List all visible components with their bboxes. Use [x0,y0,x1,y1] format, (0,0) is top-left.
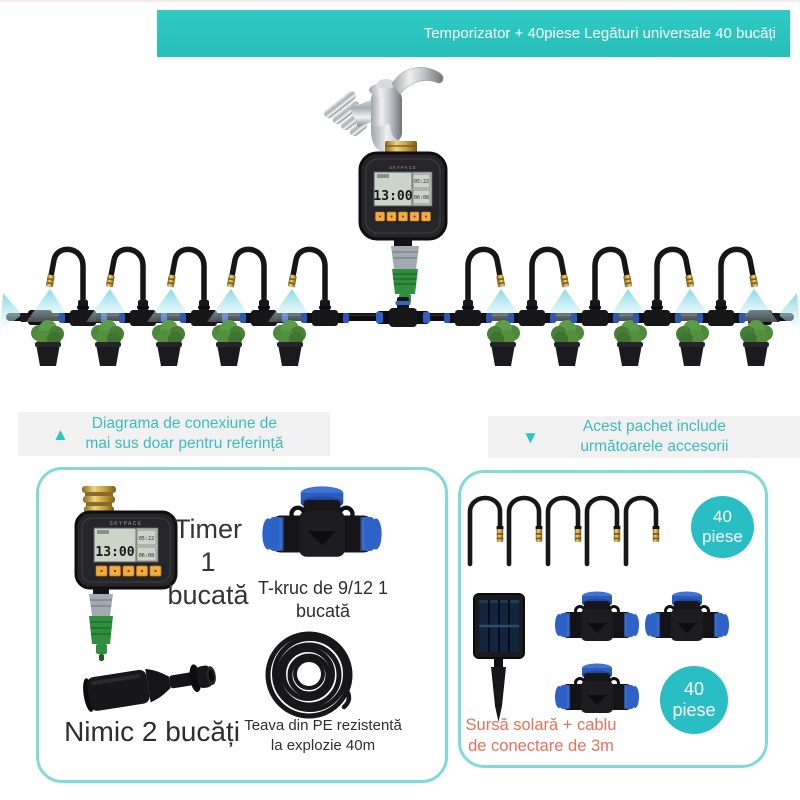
hook-sprayer [548,498,581,564]
lcd-time: 13:00 [373,189,412,204]
reference-note-text: Diagrama de conexiune de mai sus doar pe… [85,414,284,452]
svg-text:05:22: 05:22 [139,536,155,542]
tee-connector [643,590,731,643]
hook-sprayer [470,498,503,564]
sprayer-assembly [697,249,778,366]
down-triangle-icon: ▼ [522,427,539,447]
timer-device-illustration: SKYPACE 13:00 05:22 06:08 [358,151,448,310]
timer-brand-text: SKYPACE [109,521,142,527]
central-tee-connector [376,297,430,327]
quantity-badge-top: 40 piese [691,496,754,558]
plug-product-illustration [83,664,216,712]
hose-coil-illustration [265,631,353,719]
plug-quantity-label: Nimic 2 bucăți [64,716,240,747]
sprayer-assembly [571,249,652,366]
lcd-small-top: 05:22 [414,179,429,185]
tee-quantity-label: T-kruc de 9/12 1 bucată [257,578,389,622]
hook-sprayer [587,498,620,564]
package-note-text: Acest pachet include următoarele accesor… [580,417,729,455]
svg-text:13:00: 13:00 [95,545,134,560]
timer-lcd: 13:00 05:22 06:08 [373,171,433,207]
right-panel-illustrations [458,470,731,722]
up-triangle-icon: ▲ [52,424,69,444]
timer-product-buttons [95,565,162,577]
reference-note: ▲ Diagrama de conexiune de mai sus doar … [18,412,330,456]
top-edge-line [0,0,800,2]
tee-connector-product [262,486,381,556]
brass-coupling [385,141,417,154]
timer-buttons [375,211,431,222]
sprayer-assembly [207,249,288,366]
sprayer-assembly [147,249,228,366]
solar-cable-label: Sursă solară + cablu de conectare de 3m [465,716,617,756]
timer-product-illustration: SKYPACE 13:00 05:22 06:08 [74,486,178,661]
package-note: ▼ Acest pachet include următoarele acces… [488,416,800,458]
title-banner: Temporizator + 40piese Legături universa… [157,10,790,57]
sprayer-assembly [444,249,525,366]
irrigation-scene-illustration: SKYPACE 13:00 05:22 06:08 [0,67,800,408]
faucet-handle [391,67,444,95]
sprayer-assembly [508,249,589,366]
hook-sprayer [509,498,542,564]
solar-panel-illustration [473,593,525,722]
timer-quantity-label: Timer 1 bucată [167,514,249,610]
quantity-badge-bottom: 40 piese [660,666,728,734]
hook-sprayer [626,498,659,564]
left-panel-illustrations: SKYPACE 13:00 05:22 06:08 [74,467,448,719]
svg-text:06:08: 06:08 [139,553,155,559]
faucet-illustration [324,67,444,154]
timer-product-lcd: 13:00 05:22 06:08 [93,527,159,563]
hose-quantity-label: Teava din PE rezistentă la explozie 40m [244,717,402,755]
sprayer-assembly [633,249,714,366]
tee-connector [553,662,641,715]
tee-connector [553,590,641,643]
sprayer-assembly [86,249,167,366]
sprayer-assembly [26,249,107,366]
banner-text: Temporizator + 40piese Legături universa… [423,25,776,42]
timer-brand-text: SKYPACE [389,165,417,170]
sprayer-assembly [268,249,349,366]
lcd-small-bottom: 06:08 [414,195,429,201]
